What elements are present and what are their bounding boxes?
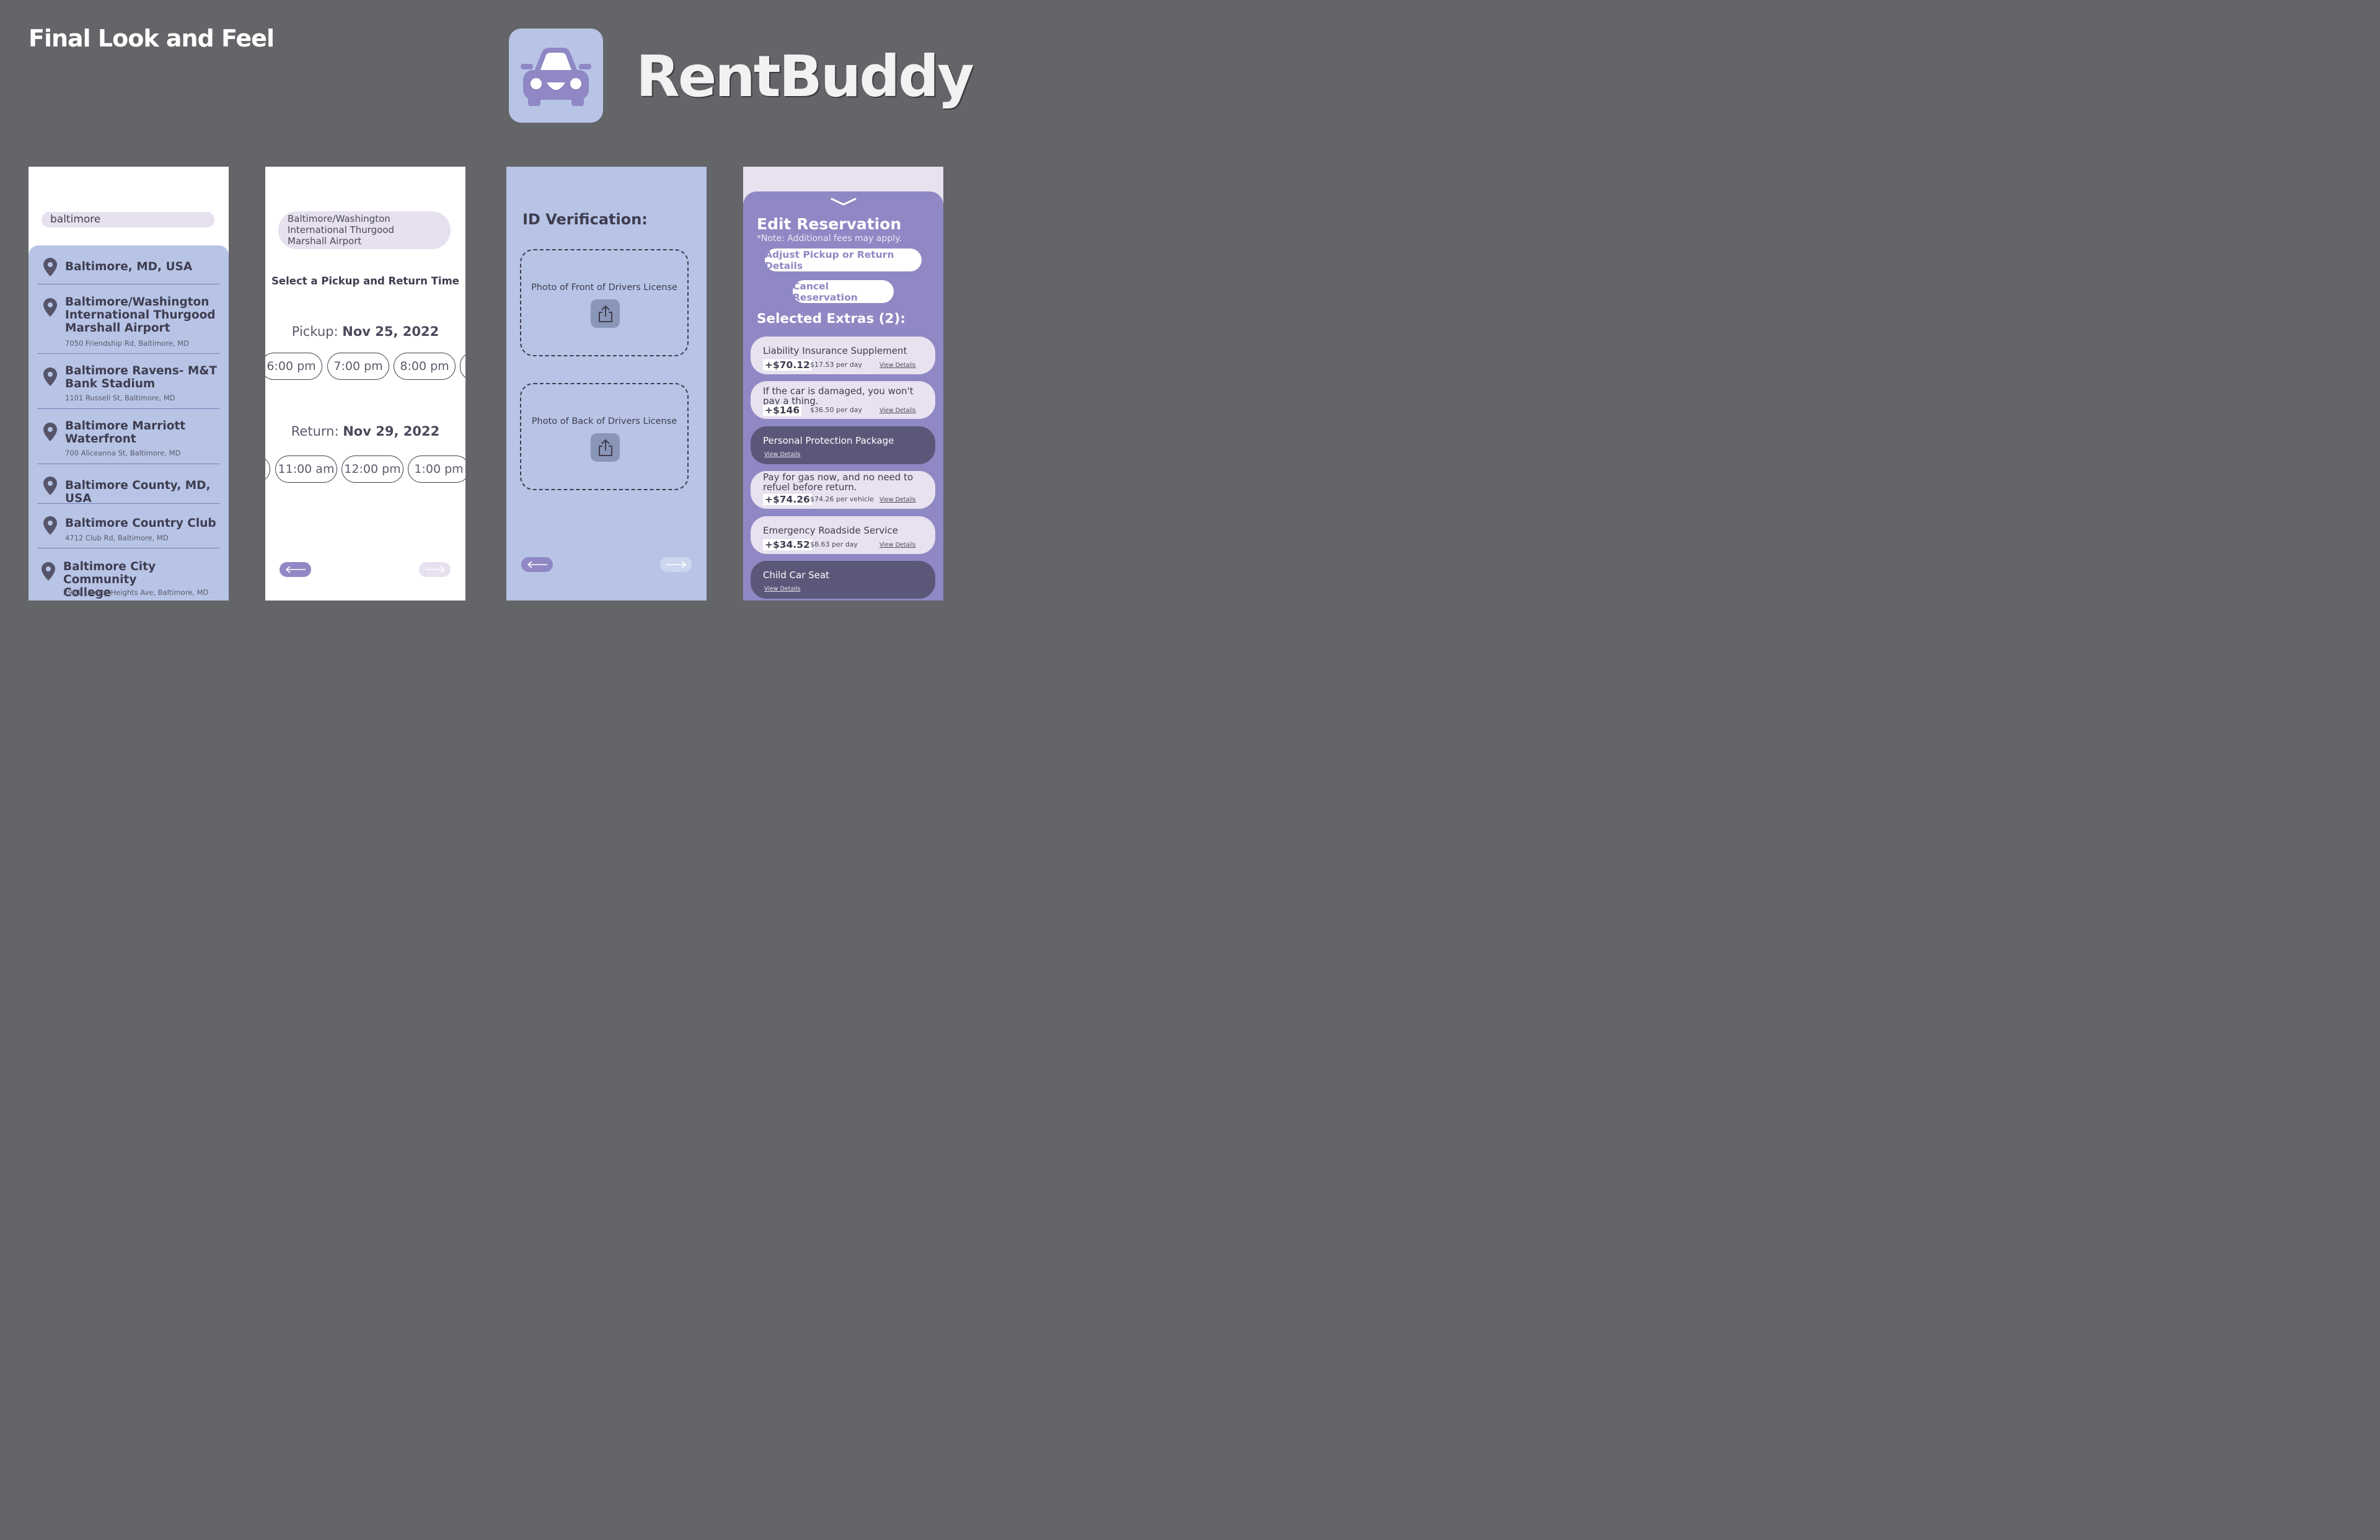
result-address: 1101 Russell St, Baltimore, MD [65, 394, 175, 402]
share-upload-icon [598, 439, 612, 456]
result-address: 700 Aliceanna St, Baltimore, MD [65, 449, 181, 457]
location-search-screen: baltimore Baltimore, MD, USA Baltimore/W… [29, 167, 229, 601]
upload-label: Photo of Back of Drivers License [531, 416, 677, 426]
return-time-option[interactable]: 1:00 pm [408, 455, 465, 483]
view-details-link[interactable]: View Details [879, 362, 916, 369]
pickup-time-option[interactable]: 8:00 pm [394, 353, 456, 380]
extra-rate: $36.50 per day [810, 406, 862, 414]
back-license-upload-area[interactable]: Photo of Back of Drivers License [520, 383, 689, 490]
extra-card-selected[interactable]: Personal Protection Package View Details [751, 426, 935, 464]
next-button[interactable] [660, 557, 692, 572]
pickup-date-label: Pickup: Nov 25, 2022 [291, 324, 439, 339]
extra-card[interactable]: Pay for gas now, and no need to refuel b… [751, 471, 935, 509]
result-title: Baltimore Marriott Waterfront [65, 420, 186, 446]
arrow-left-icon [285, 566, 306, 573]
result-title: Baltimore Ravens- M&T Bank Stadium [65, 364, 218, 390]
upload-button[interactable] [591, 299, 620, 328]
location-pin-icon [43, 258, 57, 276]
chevron-down-icon[interactable] [831, 198, 857, 206]
extra-name: Pay for gas now, and no need to refuel b… [763, 472, 914, 493]
extra-price: +$146 [763, 405, 802, 416]
result-address: 2901 Liberty Heights Ave, Baltimore, MD [63, 588, 209, 597]
pickup-time-option[interactable] [460, 353, 465, 380]
result-address: 4712 Club Rd, Baltimore, MD [65, 534, 169, 542]
app-logo [509, 29, 603, 123]
result-title: Baltimore City Community College [63, 560, 156, 599]
view-details-link[interactable]: View Details [879, 407, 916, 414]
list-item[interactable]: Baltimore, MD, USA [37, 245, 219, 284]
list-item[interactable]: Baltimore Ravens- M&T Bank Stadium 1101 … [37, 354, 219, 409]
selected-location[interactable]: Baltimore/Washington International Thurg… [278, 211, 451, 249]
extra-name: Personal Protection Package [763, 435, 894, 446]
cancel-reservation-button[interactable]: Cancel Reservation [793, 280, 894, 303]
search-input[interactable]: baltimore [42, 212, 214, 227]
extra-rate: $17.53 per day [810, 361, 862, 369]
extra-card-selected[interactable]: Child Car Seat View Details [751, 561, 935, 599]
result-title: Baltimore, MD, USA [65, 260, 193, 273]
location-pin-icon [43, 298, 57, 317]
bottom-sheet: Edit Reservation *Note: Additional fees … [743, 191, 943, 601]
return-time-option[interactable] [265, 455, 270, 483]
extra-rate: $74.26 per vehicle [810, 495, 874, 503]
list-item[interactable]: Baltimore City Community College 2901 Li… [37, 548, 219, 601]
extra-card[interactable]: Emergency Roadside Service +$34.52 $8.63… [751, 516, 935, 554]
list-item[interactable]: Baltimore County, MD, USA [37, 464, 219, 505]
front-license-upload-area[interactable]: Photo of Front of Drivers License [520, 249, 689, 356]
pickup-time-option[interactable]: 7:00 pm [327, 353, 389, 380]
extra-name: Child Car Seat [763, 570, 830, 581]
view-details-link[interactable]: View Details [879, 496, 916, 503]
back-button[interactable] [280, 562, 311, 577]
smiling-car-icon [521, 48, 591, 106]
share-upload-icon [598, 305, 612, 322]
id-verification-screen: ID Verification: Photo of Front of Drive… [506, 167, 707, 601]
result-title: Baltimore Country Club [65, 517, 216, 530]
brand-name: RentBuddy [636, 43, 974, 110]
page-heading: Final Look and Feel [29, 25, 275, 52]
extra-price: +$34.52 [763, 539, 812, 550]
back-button[interactable] [521, 557, 553, 572]
arrow-right-icon [425, 566, 445, 573]
list-item[interactable]: Baltimore/Washington International Thurg… [37, 284, 219, 354]
upload-button[interactable] [591, 433, 620, 462]
view-details-link[interactable]: View Details [764, 586, 801, 592]
page-title: Edit Reservation [757, 215, 902, 233]
extra-card[interactable]: Liability Insurance Supplement +$70.12 $… [751, 337, 935, 374]
location-pin-icon [42, 562, 55, 581]
location-pin-icon [43, 477, 57, 495]
upload-label: Photo of Front of Drivers License [531, 283, 677, 293]
pickup-time-option[interactable]: 6:00 pm [265, 353, 322, 380]
list-item[interactable]: Baltimore Country Club 4712 Club Rd, Bal… [37, 504, 219, 548]
result-address: 7050 Friendship Rd, Baltimore, MD [65, 339, 190, 348]
extra-price: +$70.12 [763, 359, 812, 371]
edit-reservation-screen: Edit Reservation *Note: Additional fees … [743, 167, 943, 601]
list-item[interactable]: Baltimore Marriott Waterfront 700 Alicea… [37, 409, 219, 464]
extras-heading: Selected Extras (2): [757, 311, 906, 327]
extra-name: Emergency Roadside Service [763, 525, 898, 536]
result-title: Baltimore County, MD, USA [65, 479, 211, 505]
location-pin-icon [43, 423, 57, 441]
adjust-details-button[interactable]: Adjust Pickup or Return Details [765, 249, 922, 271]
return-date-label: Return: Nov 29, 2022 [291, 424, 440, 439]
extra-card[interactable]: If the car is damaged, you won't pay a t… [751, 381, 935, 419]
return-time-option[interactable]: 12:00 pm [342, 455, 403, 483]
arrow-left-icon [527, 561, 547, 568]
location-pin-icon [43, 367, 57, 386]
extra-price: +$74.26 [763, 494, 812, 505]
time-select-heading: Select a Pickup and Return Time [271, 275, 459, 287]
time-select-screen: Baltimore/Washington International Thurg… [265, 167, 465, 601]
view-details-link[interactable]: View Details [764, 451, 801, 458]
search-results-list: Baltimore, MD, USA Baltimore/Washington … [29, 245, 229, 601]
extra-rate: $8.63 per day [810, 540, 858, 548]
extra-name: Liability Insurance Supplement [763, 345, 907, 356]
page-title: ID Verification: [522, 211, 648, 228]
fee-note: *Note: Additional fees may apply. [757, 234, 902, 244]
location-pin-icon [43, 516, 57, 535]
extra-name: If the car is damaged, you won't pay a t… [763, 385, 914, 407]
arrow-right-icon [666, 561, 686, 568]
next-button[interactable] [419, 562, 451, 577]
return-time-option[interactable]: 11:00 am [275, 455, 337, 483]
view-details-link[interactable]: View Details [879, 542, 916, 548]
result-title: Baltimore/Washington International Thurg… [65, 296, 216, 335]
